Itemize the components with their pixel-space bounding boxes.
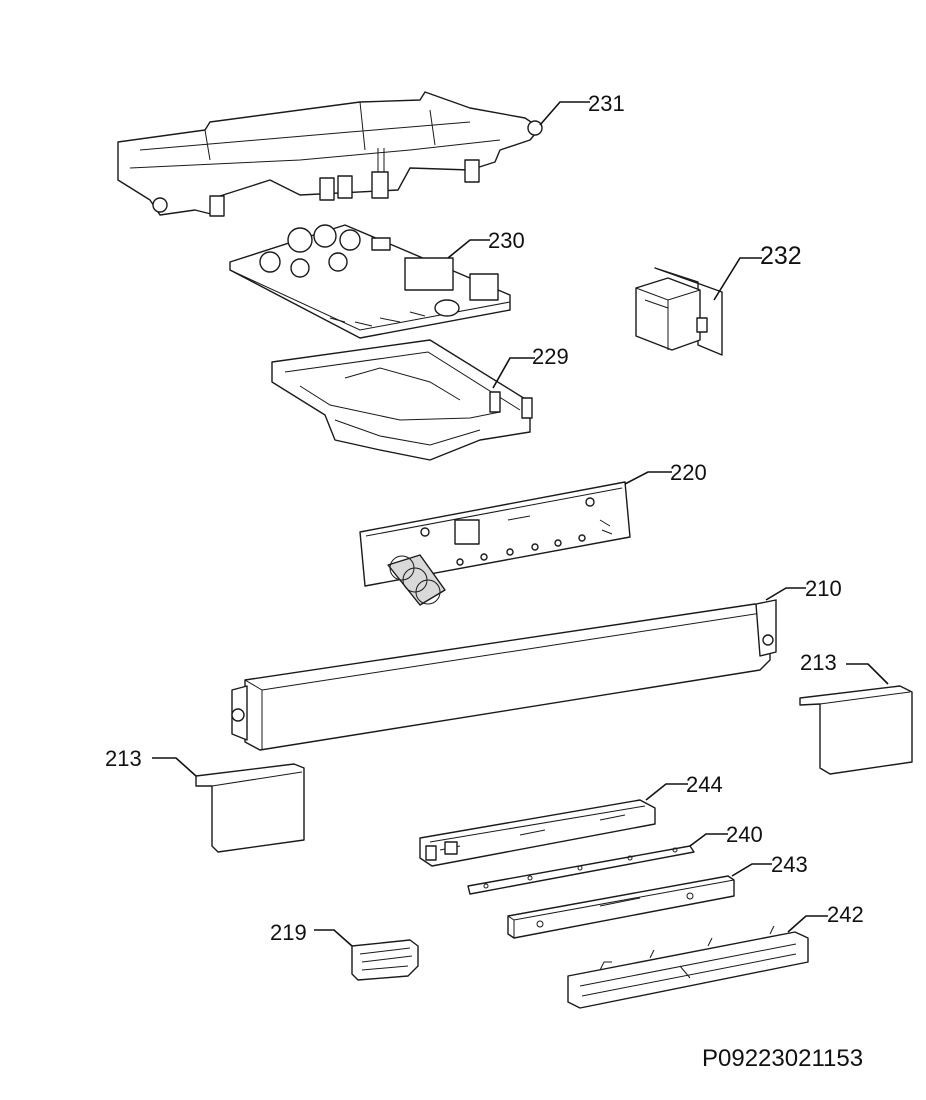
leader-243	[731, 863, 772, 877]
part-232-transformer[interactable]	[635, 267, 723, 356]
leader-220	[624, 471, 672, 485]
label-213-right: 213	[800, 650, 837, 675]
leader-232	[713, 257, 762, 301]
leader-213-right	[846, 663, 889, 685]
part-242-button-frame[interactable]	[567, 925, 809, 1009]
label-213-left: 213	[105, 746, 142, 771]
label-231: 231	[588, 91, 625, 116]
part-219-small-cover[interactable]	[351, 939, 419, 981]
part-244-button-carrier[interactable]	[419, 799, 656, 867]
part-220-interface-board[interactable]	[359, 481, 631, 606]
document-id: P09223021153	[702, 1045, 864, 1072]
part-229-board-tray[interactable]	[271, 339, 533, 461]
leader-210	[765, 587, 806, 601]
label-242: 242	[827, 902, 864, 927]
part-240-led-strip[interactable]	[467, 845, 695, 895]
part-213-right-end-cap[interactable]	[799, 685, 913, 775]
part-210-control-panel[interactable]	[231, 599, 777, 751]
label-230: 230	[488, 228, 525, 253]
label-240: 240	[726, 822, 763, 847]
part-213-left-end-cap[interactable]	[195, 763, 305, 853]
label-220: 220	[670, 460, 707, 485]
leader-219	[314, 929, 353, 947]
leader-242	[787, 915, 828, 933]
leader-231	[539, 101, 590, 126]
label-243: 243	[771, 852, 808, 877]
leader-213-left	[152, 757, 197, 777]
part-230-control-board[interactable]	[229, 224, 511, 339]
label-244: 244	[686, 772, 723, 797]
leader-229	[492, 357, 535, 389]
label-232: 232	[760, 242, 802, 270]
part-243-light-guide[interactable]	[507, 875, 735, 939]
label-229: 229	[532, 344, 569, 369]
part-231-frame-bracket[interactable]	[117, 91, 543, 217]
leader-240	[689, 833, 728, 847]
leader-244	[645, 783, 688, 801]
leader-230	[447, 239, 490, 259]
label-219: 219	[270, 920, 307, 945]
label-210: 210	[805, 576, 842, 601]
